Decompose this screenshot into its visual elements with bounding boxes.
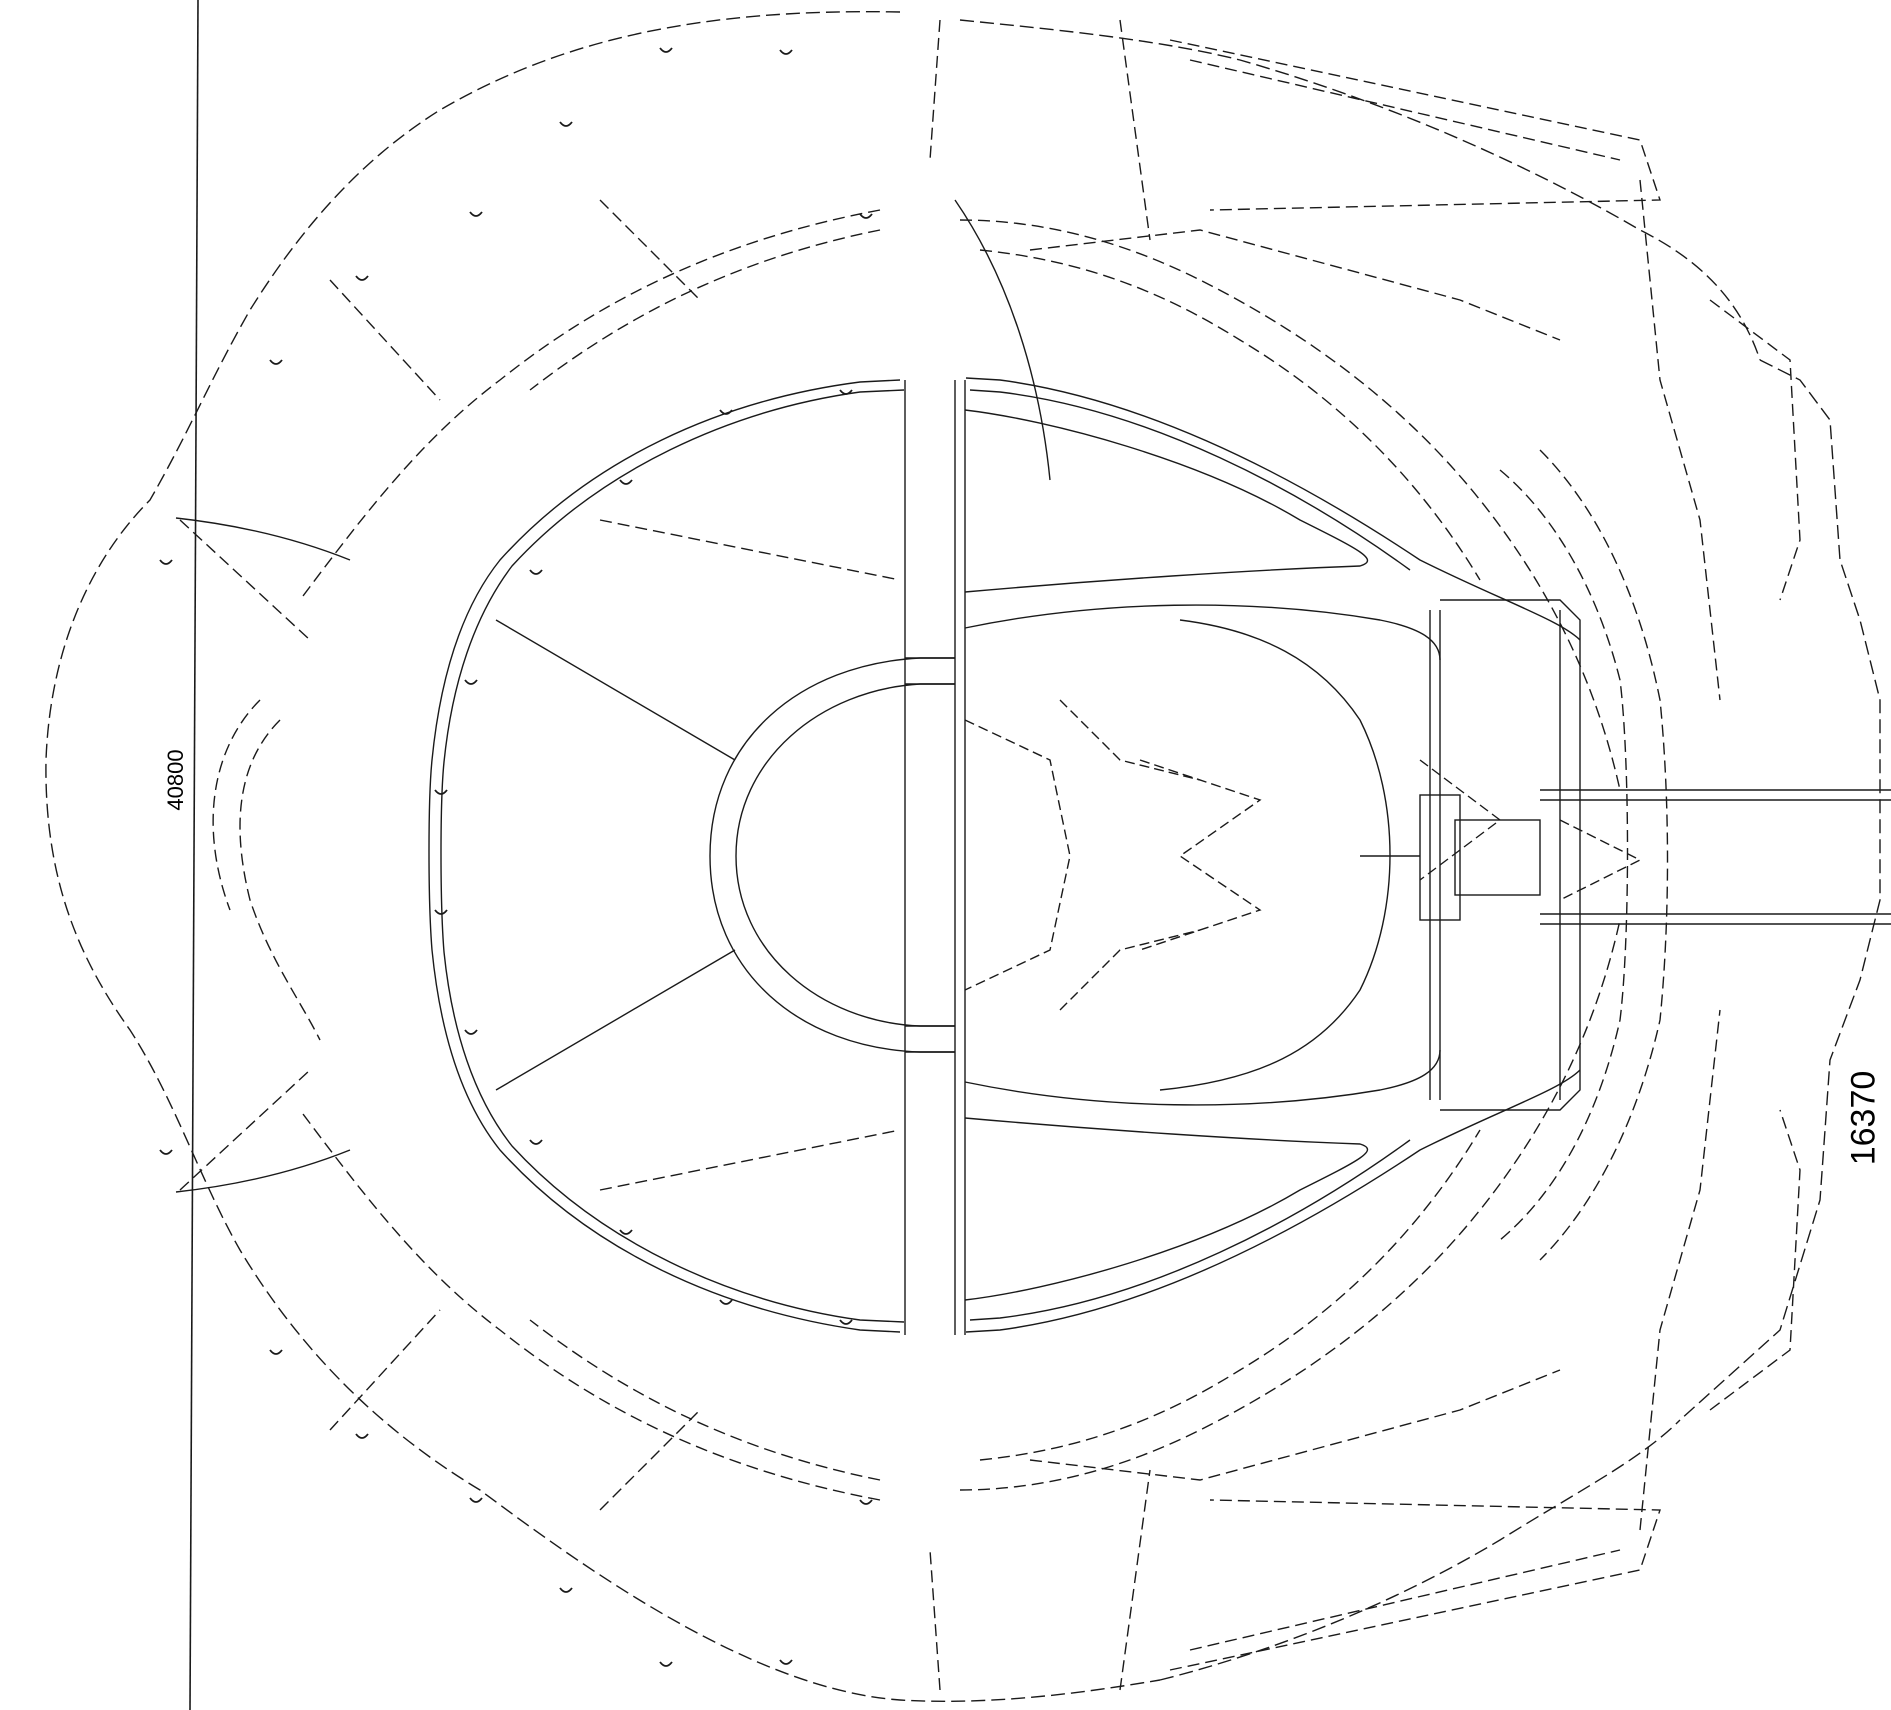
right-inner-loop: [964, 409, 1441, 1301]
inner-dashed-star: [964, 699, 1642, 1011]
inner-dashed-rings: [212, 209, 1669, 1501]
bolt-markers: [159, 47, 873, 1667]
dimension-label-width: 40800: [163, 749, 188, 811]
main-egg-outline: [428, 377, 1581, 1335]
dimension-label-height: 16370: [1844, 1070, 1883, 1166]
radial-dashed-spokes: [179, 19, 1151, 1691]
dimension-line-left: [189, 0, 199, 1710]
right-dashed-members: [1029, 39, 1801, 1671]
right-frame: [1360, 599, 1891, 1111]
outer-dashed-outline: [45, 10, 1881, 1702]
central-oval: [495, 619, 955, 1091]
left-solid-arcs: [175, 199, 1051, 1193]
